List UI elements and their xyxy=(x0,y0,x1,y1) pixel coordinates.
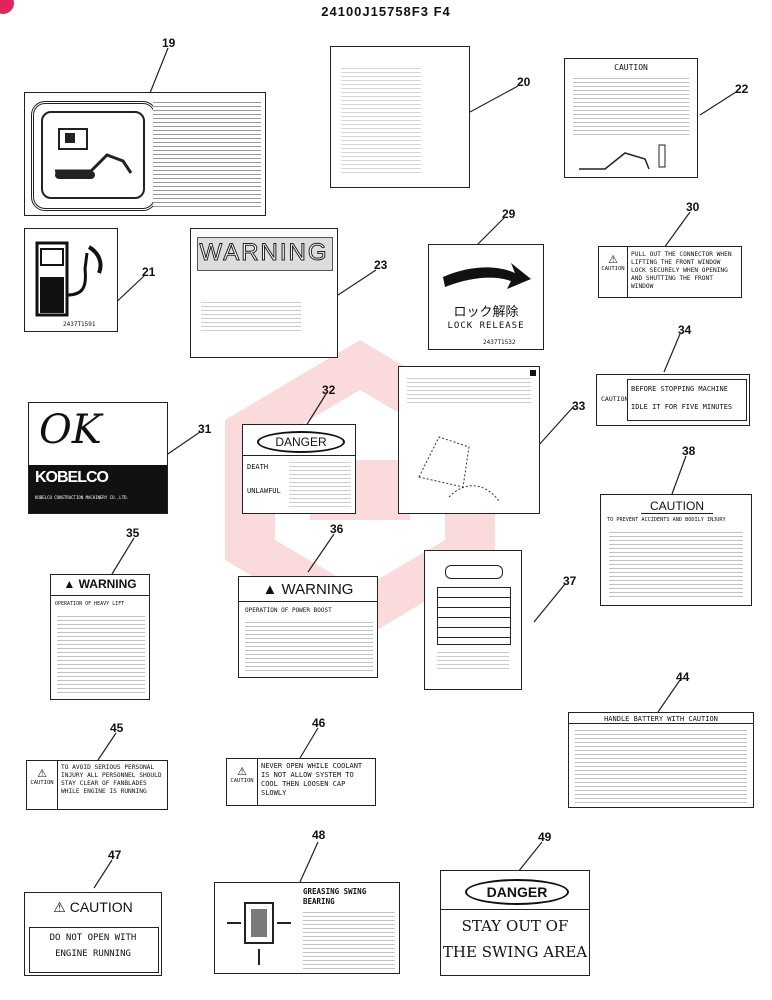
decal-31-ok-kobelco: OK KOBELCO KOBELCO CONSTRUCTION MACHINER… xyxy=(28,402,168,514)
decal-32-row1: DEATH xyxy=(247,463,269,471)
decal-21-fuel: 2437T1591 xyxy=(24,228,118,332)
warning-triangle-icon: ▲ xyxy=(262,581,282,598)
decal-31-sub: KOBELCO CONSTRUCTION MACHINERY CO.,LTD. xyxy=(35,495,129,500)
decal-22-title: CAUTION xyxy=(614,63,648,72)
decal-23-warning: WARNING xyxy=(190,228,338,358)
callout-33: 33 xyxy=(572,399,586,413)
swing-bearing-icon xyxy=(227,902,291,965)
decal-33-diagram xyxy=(398,366,540,514)
warning-triangle-icon: ▲ xyxy=(63,577,79,591)
decal-23-title: WARNING xyxy=(199,239,329,267)
decal-32-danger: DANGER DEATH UNLAWFUL xyxy=(242,424,356,514)
callout-31: 31 xyxy=(198,422,212,436)
decal-47-title: ⚠ CAUTION xyxy=(53,899,133,915)
callout-38: 38 xyxy=(682,444,696,458)
decal-34-line2: IDLE IT FOR FIVE MINUTES xyxy=(631,403,733,411)
decal-38-subtitle: TO PREVENT ACCIDENTS AND BODILY INJURY xyxy=(607,517,726,523)
decal-32-row2: UNLAWFUL xyxy=(247,487,281,495)
decal-34-line1: BEFORE STOPPING MACHINE xyxy=(631,385,728,393)
callout-30: 30 xyxy=(686,200,700,214)
warning-triangle-icon: ⚠ xyxy=(37,767,47,780)
callout-46: 46 xyxy=(312,716,326,730)
callout-44: 44 xyxy=(676,670,690,684)
callout-22: 22 xyxy=(735,82,749,96)
decal-34-side: CAUTION xyxy=(601,395,629,403)
decal-29-jp: ロック解除 xyxy=(453,305,519,320)
arrow-icon xyxy=(443,263,531,289)
decal-49-line1: STAY OUT OF xyxy=(461,917,569,935)
decal-22-caution: CAUTION xyxy=(564,58,698,178)
callout-34: 34 xyxy=(678,323,692,337)
decal-46-text: NEVER OPEN WHILE COOLANT IS NOT ALLOW SY… xyxy=(261,762,363,797)
excavator-icon xyxy=(579,144,666,170)
decal-45-caution: ⚠ CAUTION TO AVOID SERIOUS PERSONAL INJU… xyxy=(26,760,168,810)
page-title: 24100J15758F3 F4 xyxy=(321,4,451,19)
decal-35-title: ▲ WARNING xyxy=(63,577,137,591)
callout-21: 21 xyxy=(142,265,156,279)
decal-29-code: 2437T1532 xyxy=(483,339,516,346)
decal-38-caution: CAUTION TO PREVENT ACCIDENTS AND BODILY … xyxy=(600,494,752,606)
callout-19: 19 xyxy=(162,36,176,50)
decal-30-text: PULL OUT THE CONNECTOR WHEN LIFTING THE … xyxy=(631,251,732,290)
callout-32: 32 xyxy=(322,383,336,397)
callout-35: 35 xyxy=(126,526,140,540)
callout-49: 49 xyxy=(538,830,552,844)
decal-30-caution: ⚠ CAUTION PULL OUT THE CONNECTOR WHEN LI… xyxy=(598,246,742,298)
warning-triangle-icon: ⚠ xyxy=(53,899,70,915)
decal-47-line1: DO NOT OPEN WITH xyxy=(49,933,137,943)
callout-37: 37 xyxy=(563,574,577,588)
callout-20: 20 xyxy=(517,75,531,89)
decal-49-title: DANGER xyxy=(465,879,569,905)
caution-side: ⚠ CAUTION xyxy=(599,247,628,297)
excavator-icon xyxy=(418,436,500,502)
callout-45: 45 xyxy=(110,721,124,735)
callout-48: 48 xyxy=(312,828,326,842)
decal-31-script: OK xyxy=(39,407,102,453)
decal-35-subtitle: OPERATION OF HEAVY LIFT xyxy=(55,601,125,607)
decal-48-title: GREASING SWING BEARING xyxy=(303,887,367,906)
decal-36-warning: ▲ WARNING OPERATION OF POWER BOOST xyxy=(238,576,378,678)
warning-triangle-icon: ⚠ xyxy=(608,253,618,266)
decal-44-battery: HANDLE BATTERY WITH CAUTION xyxy=(568,712,754,808)
decal-32-title: DANGER xyxy=(257,431,345,453)
decal-37-chart xyxy=(424,550,522,690)
decal-36-subtitle: OPERATION OF POWER BOOST xyxy=(245,607,332,614)
decal-47-caution: ⚠ CAUTION DO NOT OPEN WITH ENGINE RUNNIN… xyxy=(24,892,162,976)
decal-21-code: 2437T1591 xyxy=(63,321,96,328)
decal-47-line2: ENGINE RUNNING xyxy=(55,949,131,959)
excavator-icon xyxy=(55,128,133,179)
decal-31-brand: KOBELCO xyxy=(35,469,109,486)
decal-49-danger: DANGER STAY OUT OF THE SWING AREA xyxy=(440,870,590,976)
callout-29: 29 xyxy=(502,207,516,221)
decal-29-lock-release: ロック解除 LOCK RELEASE 2437T1532 xyxy=(428,244,544,350)
warning-triangle-icon: ⚠ xyxy=(237,765,247,778)
caution-side: ⚠ CAUTION xyxy=(227,759,258,805)
callout-23: 23 xyxy=(374,258,388,272)
fuel-pump-icon xyxy=(35,241,103,317)
callout-47: 47 xyxy=(108,848,122,862)
corner-badge xyxy=(0,0,14,14)
decal-46-caution: ⚠ CAUTION NEVER OPEN WHILE COOLANT IS NO… xyxy=(226,758,376,806)
decal-29-text: LOCK RELEASE xyxy=(447,321,525,331)
decal-36-title: ▲ WARNING xyxy=(262,581,354,598)
decal-48-greasing: GREASING SWING BEARING xyxy=(214,882,400,974)
decal-45-text: TO AVOID SERIOUS PERSONAL INJURY ALL PER… xyxy=(61,764,162,795)
decal-20-text-plate xyxy=(330,46,470,188)
callout-36: 36 xyxy=(330,522,344,536)
decal-49-line2: THE SWING AREA xyxy=(442,943,588,961)
decal-34-caution: CAUTION BEFORE STOPPING MACHINE IDLE IT … xyxy=(596,374,750,426)
decal-38-title: CAUTION xyxy=(641,499,713,514)
decal-19-lifting-chart xyxy=(24,92,266,216)
caution-side: ⚠ CAUTION xyxy=(27,761,58,809)
decal-44-title: HANDLE BATTERY WITH CAUTION xyxy=(569,715,753,724)
decal-35-warning: ▲ WARNING OPERATION OF HEAVY LIFT xyxy=(50,574,150,700)
